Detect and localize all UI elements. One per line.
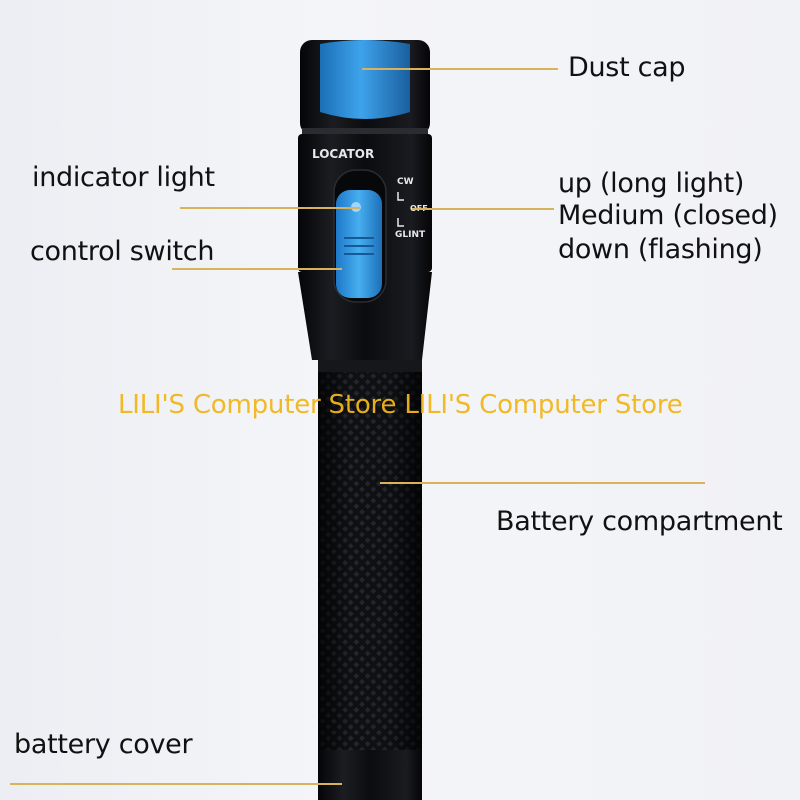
label-control-switch: control switch [30,236,215,267]
leader-line-modes [412,208,554,210]
label-dust-cap: Dust cap [568,52,686,83]
label-battery-cover: battery cover [14,729,193,760]
mode-indicator-ticks [397,192,404,227]
leader-line-indicator-light [180,207,360,209]
label-mode-up: up (long light) [558,168,745,199]
brand-marking: LOCATOR [312,147,374,161]
store-watermark: LILI'S Computer Store LILI'S Computer St… [118,390,683,420]
label-indicator-light: indicator light [32,162,215,193]
label-mode-down: down (flashing) [558,234,763,265]
leader-line-battery-cover [10,783,342,785]
label-mode-medium: Medium (closed) [558,200,778,231]
battery-compartment [318,360,422,750]
leader-line-control-switch [172,268,342,270]
dust-cap[interactable] [320,40,410,119]
leader-line-dust-cap [362,68,558,70]
mode-marking-cw: CW [397,177,414,187]
control-switch-button[interactable] [336,190,382,298]
battery-cover [318,750,422,800]
mode-marking-glint: GLINT [395,230,426,240]
label-battery-compartment: Battery compartment [496,506,783,537]
leader-line-battery-compartment [380,482,705,484]
